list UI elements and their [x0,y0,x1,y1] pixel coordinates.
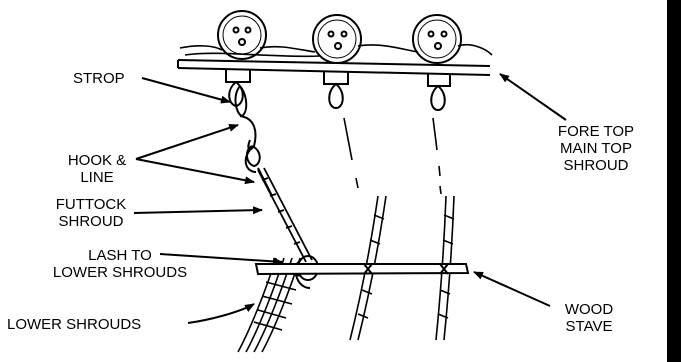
label-wood-stave: WOOD STAVE [564,301,614,335]
deadeye-left [217,10,267,60]
wood-stave [254,263,470,276]
futtock-shroud [257,167,313,263]
label-lower-shrouds: LOWER SHROUDS [7,316,142,333]
label-futtock-shroud: FUTTOCK SHROUD [55,196,127,230]
leader-arrows [133,73,567,324]
strop-chain [228,81,257,151]
label-hook-line: HOOK & LINE [67,152,127,186]
top-planking [179,43,493,58]
crosstree-bar [177,59,491,76]
right-edge-bar [667,0,681,362]
deadeye-right [412,14,462,64]
label-lash-to-lower-shrouds: LASH TO LOWER SHROUDS [52,247,188,281]
label-strop: STROP [73,70,125,87]
dashed-shrouds [343,117,442,195]
label-fore-top-main-top-shroud: FORE TOP MAIN TOP SHROUD [557,123,635,174]
deadeye-middle [312,14,362,64]
eye-loops [328,82,446,112]
